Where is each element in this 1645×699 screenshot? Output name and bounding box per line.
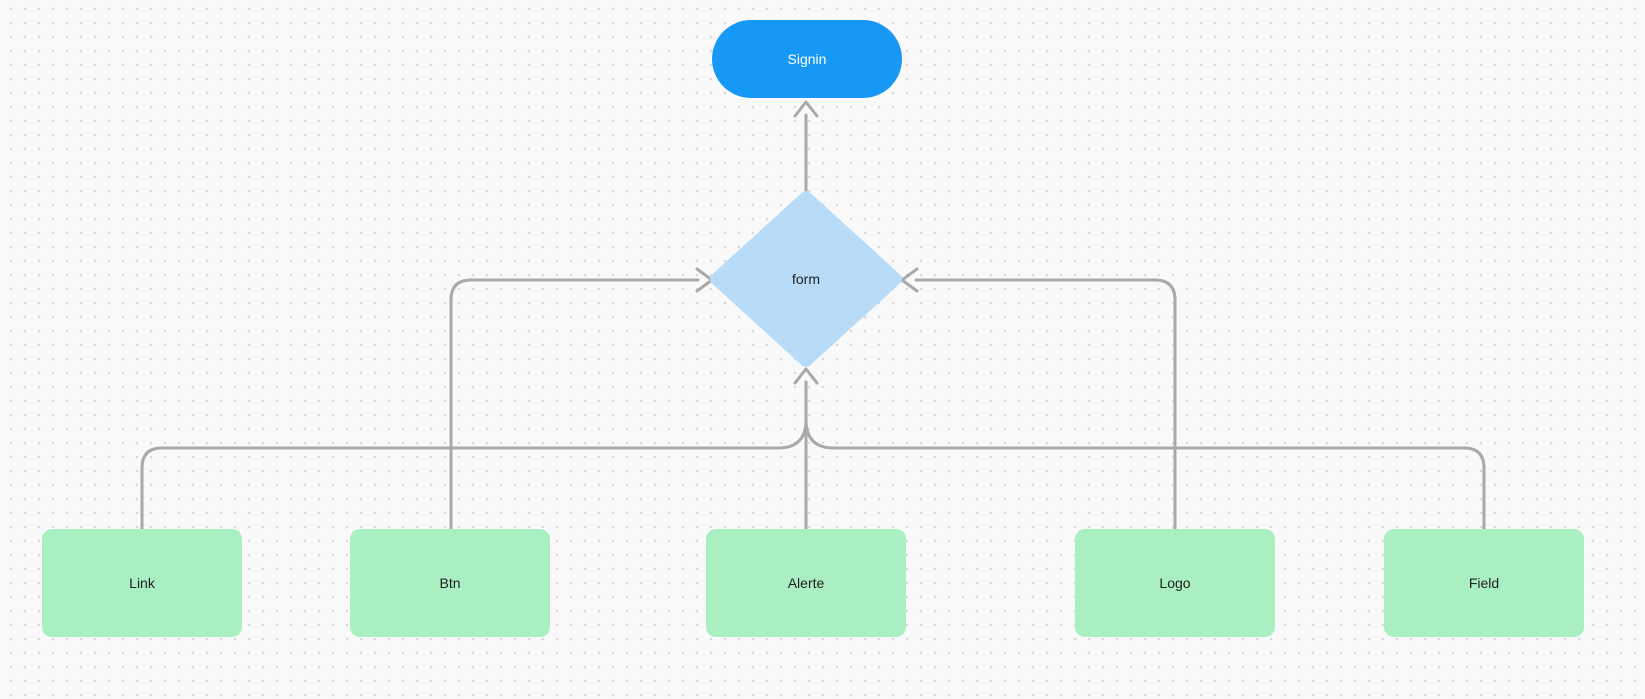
node-alerte[interactable]: Alerte bbox=[706, 529, 906, 637]
edge-btn-form[interactable] bbox=[449, 267, 714, 531]
node-signin[interactable]: Signin bbox=[712, 20, 902, 98]
node-btn-label: Btn bbox=[439, 574, 461, 591]
edge-alerte-form[interactable] bbox=[793, 367, 819, 531]
node-signin-label: Signin bbox=[787, 50, 827, 67]
arrowhead-up-icon bbox=[793, 100, 819, 118]
edge-link-form-line bbox=[140, 418, 808, 531]
node-link-label: Link bbox=[129, 574, 155, 591]
arrowhead-left-icon bbox=[900, 267, 919, 293]
node-form-label-wrap: form bbox=[731, 266, 881, 292]
edge-form-signin[interactable] bbox=[793, 100, 819, 194]
node-logo-label: Logo bbox=[1159, 574, 1191, 591]
edge-logo-form[interactable] bbox=[900, 267, 1177, 531]
node-form-label: form bbox=[792, 271, 820, 287]
edge-field-form[interactable] bbox=[804, 418, 1486, 531]
node-form-shape[interactable] bbox=[710, 191, 902, 367]
node-link[interactable]: Link bbox=[42, 529, 242, 637]
node-field-label: Field bbox=[1468, 574, 1500, 591]
edge-btn-form-line bbox=[449, 278, 700, 531]
node-btn[interactable]: Btn bbox=[350, 529, 550, 637]
arrowhead-up-icon bbox=[793, 367, 819, 385]
node-alerte-label: Alerte bbox=[787, 574, 825, 591]
node-logo[interactable]: Logo bbox=[1075, 529, 1275, 637]
edge-link-form[interactable] bbox=[140, 418, 808, 531]
edge-logo-form-line bbox=[914, 278, 1177, 531]
node-field[interactable]: Field bbox=[1384, 529, 1584, 637]
edge-field-form-line bbox=[804, 418, 1486, 531]
